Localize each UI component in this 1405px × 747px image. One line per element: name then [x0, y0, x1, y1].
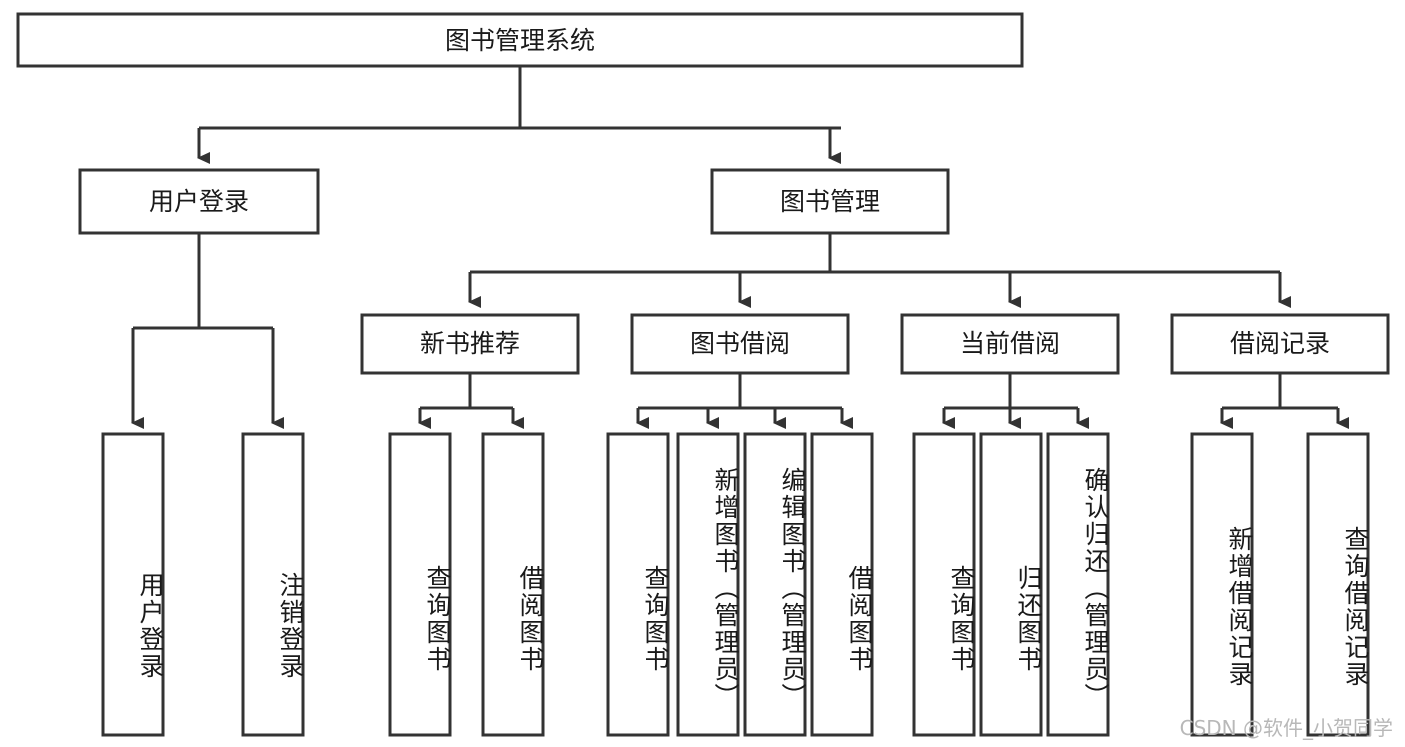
- connector-root-to-level2: [197, 66, 841, 164]
- connector-record-to-leaves: [1220, 373, 1349, 429]
- node-book-management[interactable]: 图书管理: [710, 168, 950, 235]
- leaf-box-record-query[interactable]: [1306, 432, 1370, 737]
- node-book-borrow-label: 图书借阅: [690, 329, 790, 358]
- node-new-book-recommend-label: 新书推荐: [420, 329, 520, 358]
- leaf-box-recommend-query[interactable]: [388, 432, 452, 737]
- node-current-borrow-label: 当前借阅: [960, 329, 1060, 358]
- leaf-box-record-add[interactable]: [1190, 432, 1254, 737]
- node-book-management-label: 图书管理: [780, 187, 880, 216]
- node-user-login-label: 用户登录: [149, 187, 249, 216]
- node-book-borrow[interactable]: 图书借阅: [630, 313, 850, 375]
- connector-borrow-to-leaves: [636, 373, 853, 429]
- leaf-box-user-login-login[interactable]: [101, 432, 165, 737]
- leaf-box-current-confirm[interactable]: [1046, 432, 1110, 737]
- csdn-watermark: CSDN @软件_小贺同学: [1179, 716, 1393, 740]
- leaf-box-borrow-lend[interactable]: [810, 432, 874, 737]
- node-borrow-record[interactable]: 借阅记录: [1170, 313, 1390, 375]
- connector-recommend-to-leaves: [418, 373, 524, 429]
- node-user-login[interactable]: 用户登录: [78, 168, 320, 235]
- connector-current-to-leaves: [942, 373, 1089, 429]
- leaf-box-borrow-query[interactable]: [606, 432, 670, 737]
- node-current-borrow[interactable]: 当前借阅: [900, 313, 1120, 375]
- leaf-box-user-login-logout[interactable]: [241, 432, 305, 737]
- leaf-box-current-return[interactable]: [979, 432, 1043, 737]
- leaf-box-borrow-add[interactable]: [676, 432, 740, 737]
- leaf-box-recommend-borrow[interactable]: [481, 432, 545, 737]
- node-root-system[interactable]: 图书管理系统: [16, 12, 1024, 68]
- connector-userlogin-to-leaves: [131, 233, 284, 429]
- node-new-book-recommend[interactable]: 新书推荐: [360, 313, 580, 375]
- connector-bookmanage-to-level3: [468, 233, 1291, 308]
- node-root-label: 图书管理系统: [445, 26, 595, 55]
- node-borrow-record-label: 借阅记录: [1230, 329, 1330, 358]
- leaf-box-borrow-edit[interactable]: [743, 432, 807, 737]
- leaf-box-current-query[interactable]: [912, 432, 976, 737]
